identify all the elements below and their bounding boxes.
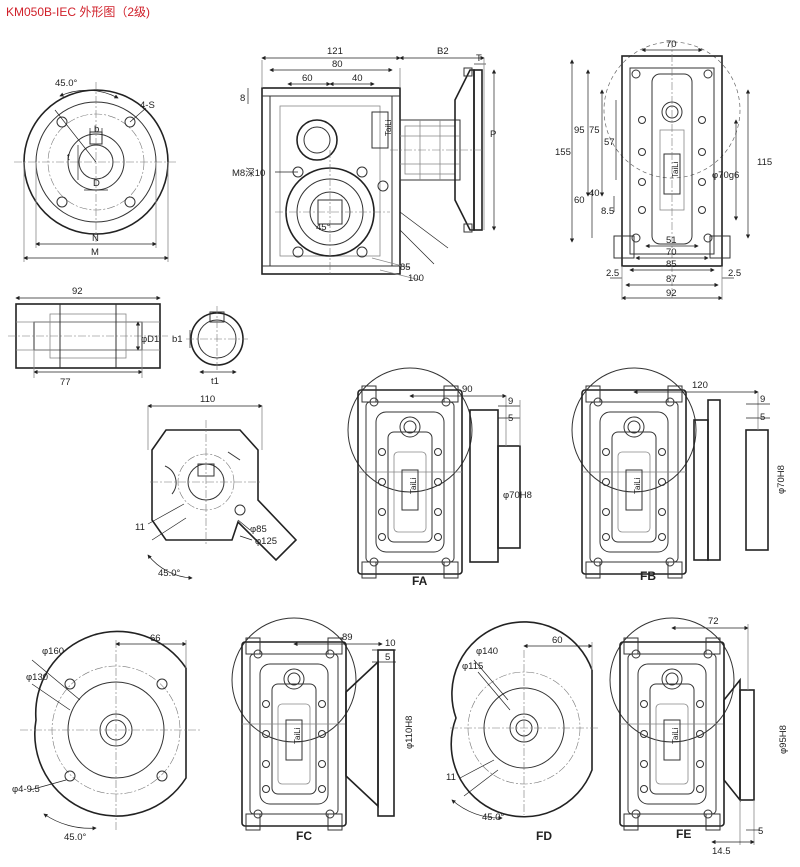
top-dim-2-5b: 2.5 <box>728 268 741 279</box>
fc-dim-10: 10 <box>385 638 396 649</box>
dim-p: P <box>490 129 496 140</box>
fe-dim-14-5: 14.5 <box>712 846 731 857</box>
shaft-dim-77: 77 <box>60 377 71 388</box>
dim-40: 40 <box>352 73 363 84</box>
fb-brand: TaiLi <box>633 477 642 494</box>
top-dim-2-5a: 2.5 <box>606 268 619 279</box>
top-dim-85: 85 <box>666 259 677 270</box>
fl140-dim-11: 11 <box>446 772 456 783</box>
dim-n-label: N <box>92 233 99 244</box>
fc-dim-phi: φ110H8 <box>404 716 415 749</box>
top-view: TaiLi 70 95 75 57 155 115 φ70g6 60 40 8.… <box>555 39 772 301</box>
top-dim-115: 115 <box>757 157 772 168</box>
fa-dim-90: 90 <box>462 384 473 395</box>
flange-160-view: 66 φ160 φ130 φ4-9.5 45.0° <box>12 630 200 843</box>
flange-front-view: 45.0° 4-S b t D N M <box>14 78 178 262</box>
top-dim-92: 92 <box>666 288 677 299</box>
fa-dim-5: 5 <box>508 413 513 424</box>
fl160-angle: 45.0° <box>64 832 86 843</box>
fc-dim-89: 89 <box>342 632 353 643</box>
hollow-shaft-view: 92 φD1 77 <box>8 286 168 388</box>
fe-dim-5: 5 <box>758 826 763 837</box>
top-dim-87: 87 <box>666 274 677 285</box>
top-dim-70: 70 <box>666 39 677 50</box>
top-dim-phi70g6: φ70g6 <box>712 170 739 181</box>
holes-label: 4-S <box>140 100 155 111</box>
shaft-dim-92: 92 <box>72 286 83 297</box>
torque-arm-view: 110 11 φ85 φ125 45.0° <box>135 394 298 580</box>
arm-angle: 45.0° <box>158 568 180 579</box>
fl140-angle: 45.0° <box>482 812 504 823</box>
fb-label: FB <box>640 569 656 583</box>
bore-b1-label: b1 <box>172 334 183 345</box>
arm-dim-110: 110 <box>200 394 215 405</box>
top-dim-95: 95 <box>574 125 585 136</box>
top-dim-60: 60 <box>574 195 585 206</box>
dim-121: 121 <box>327 46 343 57</box>
flange-140-view: 60 φ140 φ115 11 45.0° FD <box>446 621 600 843</box>
dim-60: 60 <box>302 73 313 84</box>
arm-dim-phi85: φ85 <box>250 524 267 535</box>
fb-dim-phi: φ70H8 <box>776 465 787 494</box>
fe-dim-phi: φ95H8 <box>778 725 789 754</box>
top-dim-70b: 70 <box>666 247 677 258</box>
angle-label: 45.0° <box>55 78 77 89</box>
fb-dim-120: 120 <box>692 380 708 391</box>
dim-b2: B2 <box>437 46 449 57</box>
top-dim-40: 40 <box>589 188 600 199</box>
keyway-b-label: b <box>94 124 99 135</box>
fa-brand: TaiLi <box>409 477 418 494</box>
arm-dim-11: 11 <box>135 522 145 533</box>
bore-detail-view: b1 t1 <box>172 306 248 387</box>
brand-label-side: TaiLi <box>384 119 393 136</box>
arm-dim-phi125: φ125 <box>255 536 277 547</box>
bore-d-label: D <box>93 178 100 189</box>
dim-100: 100 <box>408 273 424 284</box>
fb-dim-5: 5 <box>760 412 765 423</box>
fe-view: TaiLi 72 φ95H8 14.5 5 FE <box>609 616 789 857</box>
top-dim-75: 75 <box>589 125 600 136</box>
fl140-dim-phi140: φ140 <box>476 646 498 657</box>
fa-view: TaiLi 90 9 5 φ70H8 FA <box>347 367 532 588</box>
page-title: KM050B-IEC 外形图（2级) <box>6 5 151 19</box>
fa-dim-9: 9 <box>508 396 513 407</box>
fl160-dim-phi160: φ160 <box>42 646 64 657</box>
fc-dim-5: 5 <box>385 652 390 663</box>
thread-label: M8深10 <box>232 168 265 179</box>
fe-label: FE <box>676 827 691 841</box>
fe-dim-72: 72 <box>708 616 719 627</box>
dim-t: T <box>476 53 482 64</box>
bore-t1-label: t1 <box>211 376 219 387</box>
dim-85: 85 <box>400 262 411 273</box>
fa-dim-phi: φ70H8 <box>503 490 532 501</box>
fe-brand: TaiLi <box>671 727 680 744</box>
fb-view: TaiLi 120 9 5 φ70H8 FB <box>571 367 787 583</box>
top-dim-57: 57 <box>604 137 615 148</box>
dim-8: 8 <box>240 93 245 104</box>
fl140-dim-phi115: φ115 <box>462 661 483 672</box>
side-view: TaiLi 121 80 60 40 B2 T P <box>232 46 496 284</box>
fl160-holes: φ4-9.5 <box>12 784 40 795</box>
fc-brand: TaiLi <box>293 727 302 744</box>
top-dim-8-5: 8.5 <box>601 206 614 217</box>
fc-view: TaiLi 89 10 5 φ110H8 FC <box>231 617 415 843</box>
angle-45-side: 45° <box>316 222 331 233</box>
fl160-dim-phi130: φ130 <box>26 672 48 683</box>
top-dim-155: 155 <box>555 147 571 158</box>
dim-80: 80 <box>332 59 343 70</box>
fa-label: FA <box>412 574 428 588</box>
top-dim-51: 51 <box>666 235 677 246</box>
fl160-dim-66: 66 <box>150 633 161 644</box>
keyway-t-label: t <box>67 152 70 163</box>
fc-label: FC <box>296 829 312 843</box>
fd-label: FD <box>536 829 552 843</box>
fl140-dim-60: 60 <box>552 635 563 646</box>
dim-m-label: M <box>91 247 99 258</box>
brand-label-top: TaiLi <box>671 161 680 178</box>
shaft-dim-phid1: φD1 <box>141 334 159 345</box>
fb-dim-9: 9 <box>760 394 765 405</box>
